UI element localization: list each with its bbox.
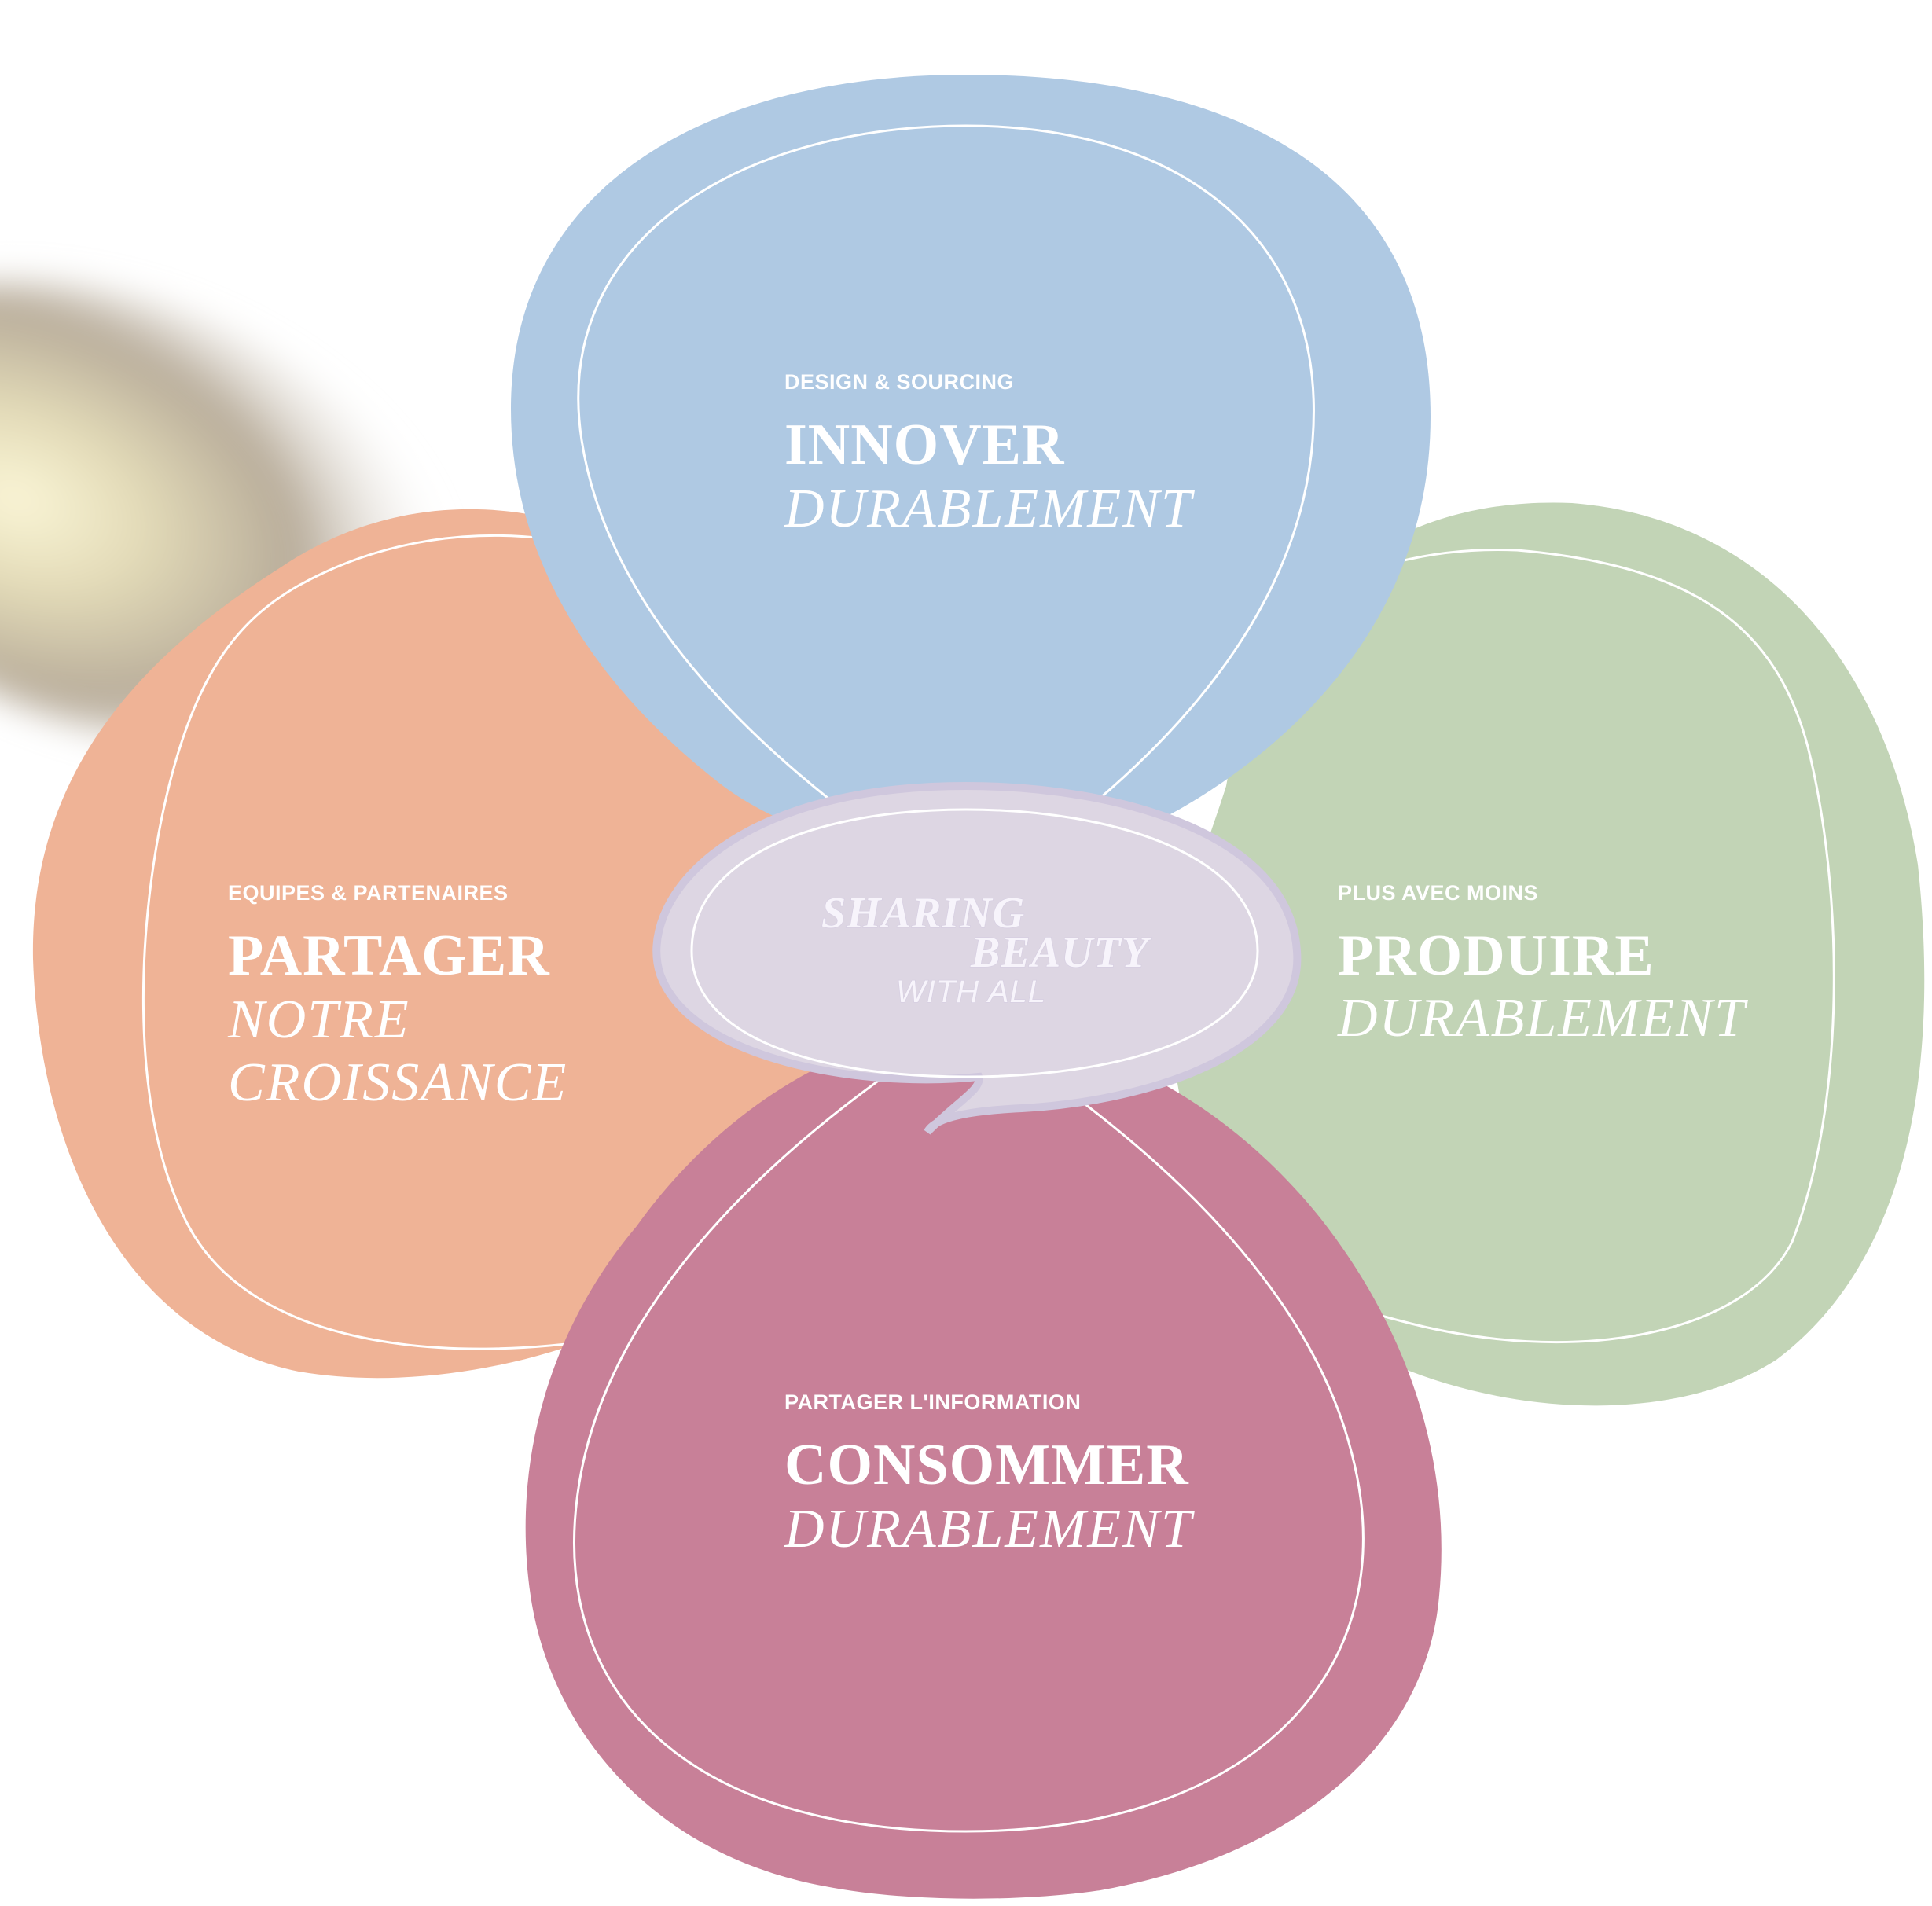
innover-kicker: DESIGN & SOURCING (784, 370, 1014, 394)
consommer-subtitle: DURABLEMENT (784, 1499, 1196, 1559)
produire-kicker: PLUS AVEC MOINS (1338, 881, 1538, 905)
produire-label-group: PLUS AVEC MOINS PRODUIRE DURABLEMENT (1337, 881, 1749, 1048)
center-line-1: SHARING (821, 889, 1025, 938)
partager-title: PARTAGER (228, 924, 550, 988)
center-bubble-shape (652, 781, 1302, 1135)
center-line-2: BEAUTY (970, 928, 1152, 977)
partager-subtitle-line-1: NOTRE (227, 990, 410, 1050)
produire-subtitle: DURABLEMENT (1337, 988, 1749, 1048)
innover-subtitle: DURABLEMENT (784, 479, 1196, 539)
petal-consommer (525, 1020, 1442, 1899)
center-bubble: SHARING BEAUTY WITH ALL (652, 781, 1302, 1135)
partager-subtitle-line-2: CROISSANCE (228, 1052, 567, 1113)
consommer-kicker: PARTAGER L'INFORMATION (784, 1390, 1081, 1414)
petal-produire-shape (1171, 502, 1925, 1406)
innover-label-group: DESIGN & SOURCING INNOVER DURABLEMENT (784, 370, 1196, 539)
partager-kicker: EQUIPES & PARTENAIRES (228, 881, 509, 905)
consommer-label-group: PARTAGER L'INFORMATION CONSOMMER DURABLE… (784, 1390, 1196, 1559)
petal-innover-shape (511, 75, 1431, 857)
petal-partager-shape (32, 509, 837, 1379)
petal-consommer-outline (573, 1020, 1365, 1833)
produire-title: PRODUIRE (1338, 924, 1655, 988)
consommer-title: CONSOMMER (784, 1433, 1189, 1497)
petal-consommer-shape (525, 1030, 1442, 1899)
innover-title: INNOVER (784, 413, 1065, 477)
center-line-3: WITH ALL (896, 975, 1046, 1009)
center-bubble-outline (690, 808, 1259, 1078)
partager-label-group: EQUIPES & PARTENAIRES PARTAGER NOTRE CRO… (227, 881, 567, 1113)
